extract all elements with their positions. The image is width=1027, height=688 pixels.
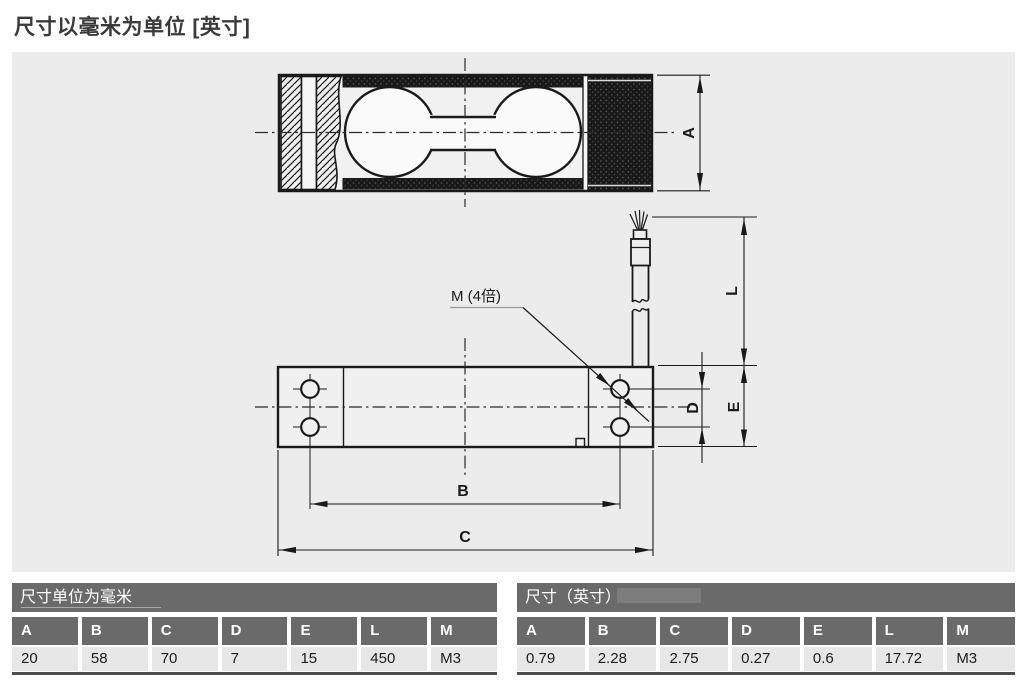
header-cell: C: [660, 617, 729, 645]
dimension-B: B: [310, 483, 620, 508]
dimension-C: C: [277, 450, 654, 556]
header-cell: B: [81, 617, 148, 645]
header-cell: M: [947, 617, 1016, 645]
table-mm-header-row: A B C D E L M: [12, 617, 498, 645]
side-view: M (4倍) L E D: [255, 209, 757, 556]
title-highlight: [617, 588, 701, 603]
header-cell: D: [221, 617, 288, 645]
value-cell: M3: [947, 647, 1016, 671]
header-cell: L: [361, 617, 428, 645]
page-title: 尺寸以毫米为单位 [英寸]: [14, 16, 251, 39]
value-cell: 20: [12, 647, 78, 671]
cable: [629, 209, 651, 367]
notch-square: [575, 437, 586, 448]
value-cell: M3: [431, 647, 498, 671]
top-view: A: [255, 58, 710, 207]
dim-label-E: E: [726, 401, 743, 412]
table-bottom-border: [12, 672, 497, 675]
table-inch-header-row: A B C D E L M: [517, 617, 1016, 645]
dimension-E: E: [658, 366, 757, 448]
value-cell: 0.6: [803, 647, 872, 671]
knurl-strip-bottom: [342, 178, 584, 190]
dim-label-D: D: [685, 402, 702, 414]
header-cell: L: [875, 617, 944, 645]
value-cell: 70: [151, 647, 218, 671]
value-cell: 58: [81, 647, 148, 671]
value-cell: 7: [221, 647, 288, 671]
dim-label-A: A: [681, 127, 698, 139]
table-bottom-border: [517, 672, 1015, 675]
table-mm-title-text: 尺寸单位为毫米: [20, 589, 133, 606]
value-cell: 15: [291, 647, 358, 671]
table-mm-value-row: 20 58 70 7 15 450 M3: [12, 647, 498, 671]
header-cell: A: [12, 617, 78, 645]
header-cell: E: [803, 617, 872, 645]
table-inch-title-text: 尺寸（英寸）: [525, 589, 622, 606]
dimension-A: A: [657, 74, 710, 192]
table-inch-title: 尺寸（英寸）: [517, 583, 1015, 612]
value-cell: 2.28: [588, 647, 657, 671]
dimension-drawing-panel: A: [12, 52, 1015, 572]
dim-label-C: C: [459, 529, 471, 546]
knurl-strip-top: [342, 76, 584, 88]
header-cell: M: [431, 617, 498, 645]
table-mm-title: 尺寸单位为毫米: [12, 583, 497, 612]
table-dimensions-mm: 尺寸单位为毫米 A B C D E L M 20 58 70 7 15 450 …: [12, 583, 498, 675]
value-cell: 17.72: [875, 647, 944, 671]
value-cell: 2.75: [660, 647, 729, 671]
value-cell: 0.79: [517, 647, 585, 671]
value-cell: 0.27: [732, 647, 800, 671]
table-dimensions-inch: 尺寸（英寸） A B C D E L M 0.79 2.28 2.75 0.27…: [517, 583, 1016, 675]
dimension-D: D: [685, 352, 706, 463]
mounting-holes: [293, 374, 710, 509]
load-cell-technical-drawing: A: [255, 58, 757, 556]
header-cell: D: [732, 617, 800, 645]
header-cell: B: [588, 617, 657, 645]
thread-note-label: M (4倍): [451, 288, 501, 305]
header-cell: C: [151, 617, 218, 645]
dim-label-B: B: [457, 483, 469, 500]
dim-label-L: L: [724, 286, 741, 296]
thread-note-leader: M (4倍): [450, 288, 650, 422]
header-cell: E: [291, 617, 358, 645]
dimension-L: L: [652, 216, 757, 447]
header-cell: A: [517, 617, 585, 645]
value-cell: 450: [361, 647, 428, 671]
title-underline: [21, 607, 161, 608]
table-inch-value-row: 0.79 2.28 2.75 0.27 0.6 17.72 M3: [517, 647, 1016, 671]
